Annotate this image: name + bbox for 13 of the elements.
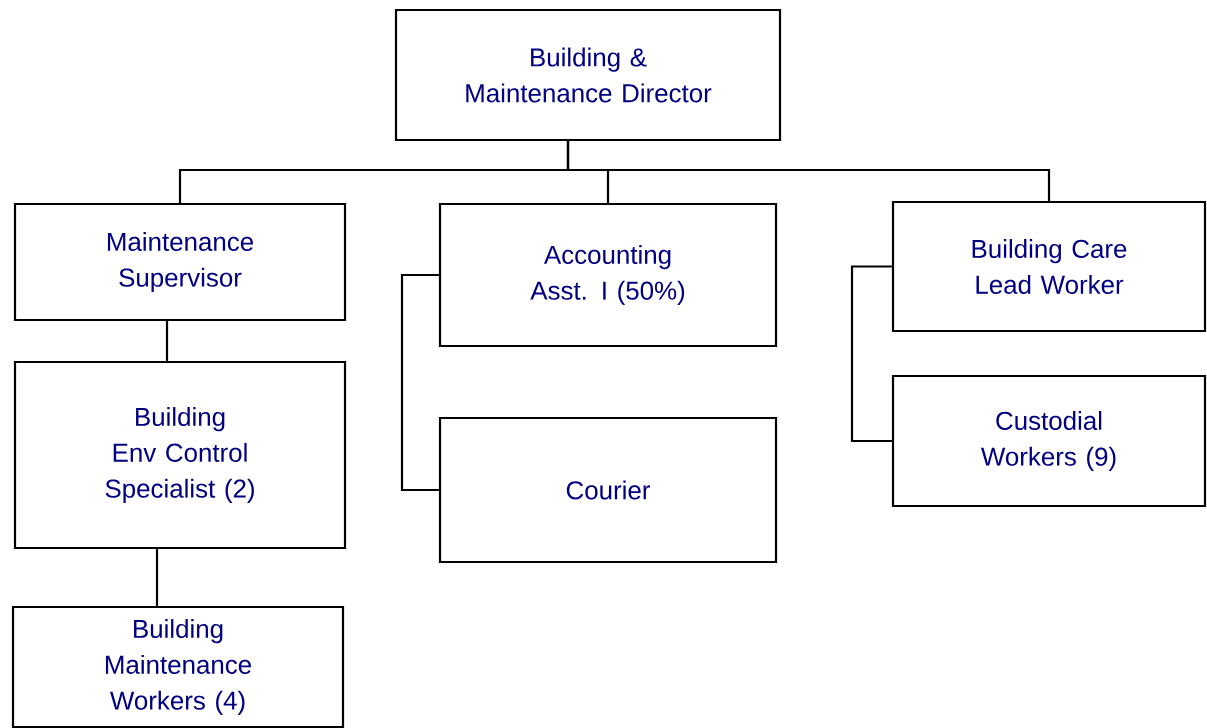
position-box: Building Env Control Specialist (2) (13, 360, 347, 550)
position-box: Building Care Lead Worker (891, 200, 1207, 333)
position-box: Custodial Workers (9) (891, 374, 1207, 508)
connector-line (165, 321, 169, 361)
position-box: Accounting Asst. I (50%) (438, 202, 778, 348)
connector-line (566, 141, 1051, 201)
position-box: Building & Maintenance Director (394, 8, 782, 142)
connector-line (155, 549, 159, 606)
position-box: Building Maintenance Workers (4) (11, 605, 345, 728)
connector-line (850, 265, 892, 443)
connector-line (400, 273, 439, 492)
position-box: Maintenance Supervisor (13, 202, 347, 322)
position-box: Courier (438, 416, 778, 564)
